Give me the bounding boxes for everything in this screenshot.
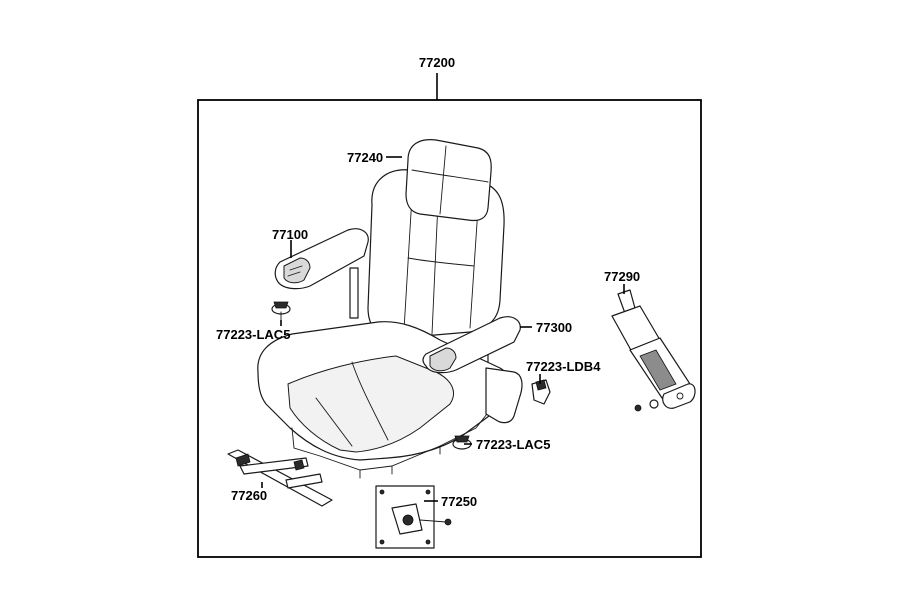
armrest-right-cap <box>429 347 457 372</box>
armrest-left-cap <box>283 257 311 284</box>
rail-block <box>235 453 251 467</box>
cushion-skirt <box>291 409 491 471</box>
rail-cross-2 <box>285 473 323 489</box>
rail-block-2 <box>293 459 305 471</box>
mount-hole-3 <box>379 539 385 545</box>
label-lever: 77223-LDB4 <box>526 359 601 374</box>
seat-belt-bolt <box>634 404 642 412</box>
mount-cable-end <box>444 518 452 526</box>
headrest-seam <box>439 145 447 215</box>
mount-hole-4 <box>425 539 431 545</box>
seat-belt-anchor <box>662 383 696 409</box>
label-mount-plate: 77250 <box>441 494 477 509</box>
lever-knob <box>535 379 547 391</box>
seat-belt[interactable] <box>611 289 696 412</box>
seat-belt-washer <box>649 399 659 409</box>
mount-hole-2 <box>425 489 431 495</box>
backrest-seam-cross <box>407 257 475 267</box>
label-armrest-left: 77100 <box>272 227 308 242</box>
assembly-number: 77200 <box>419 55 455 70</box>
cushion-seam-2 <box>351 361 389 441</box>
seat[interactable] <box>257 139 523 479</box>
rail-cross <box>239 457 309 475</box>
cushion-feet <box>359 445 441 479</box>
lever[interactable] <box>531 379 551 405</box>
backrest-seam-right <box>469 207 479 329</box>
right-bracket <box>485 367 523 424</box>
seat-belt-anchor-hole <box>676 392 684 400</box>
label-armrest-right: 77300 <box>536 320 572 335</box>
label-seat-belt: 77290 <box>604 269 640 284</box>
armrest-left-grip <box>287 265 303 277</box>
backrest-seam-left <box>403 195 413 331</box>
mount-swivel-pin <box>402 514 414 526</box>
cushion-seam-1 <box>315 397 353 447</box>
label-headrest: 77240 <box>347 150 383 165</box>
headrest <box>405 139 492 222</box>
armrest-left[interactable] <box>274 228 369 290</box>
mount-cable <box>419 519 447 523</box>
cushion-center-panel <box>287 355 454 453</box>
knob-left-top <box>273 301 289 309</box>
knob-left[interactable] <box>271 301 291 321</box>
label-slide-rail: 77260 <box>231 488 267 503</box>
backrest-seam-center <box>431 201 439 335</box>
mount-plate[interactable] <box>375 485 452 549</box>
label-knob-lower: 77223-LAC5 <box>476 437 550 452</box>
rear-post-left <box>349 267 359 319</box>
seat-belt-webbing <box>639 349 677 391</box>
slide-rail[interactable] <box>227 449 333 507</box>
armrest-right[interactable] <box>422 316 521 374</box>
label-knob-left: 77223-LAC5 <box>216 327 290 342</box>
headrest-seam-cross <box>411 169 489 183</box>
knob-lower[interactable] <box>452 435 472 450</box>
mount-hole-1 <box>379 489 385 495</box>
knob-lower-top <box>454 435 470 443</box>
assembly-frame <box>197 99 702 558</box>
